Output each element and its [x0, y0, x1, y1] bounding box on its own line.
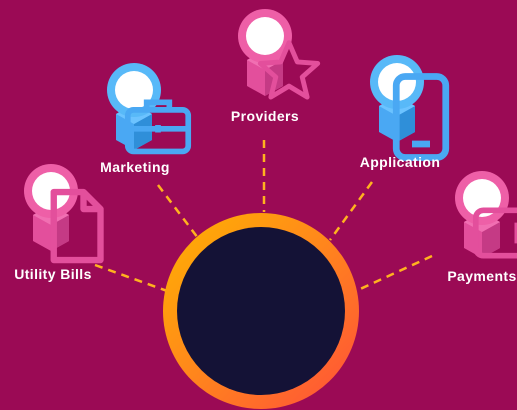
- label-providers: Providers: [230, 108, 300, 124]
- star-icon: [255, 26, 321, 100]
- node-marketing[interactable]: [100, 62, 192, 155]
- hub-core: [177, 227, 345, 395]
- connector-marketing: [157, 184, 199, 239]
- label-payments: Payments: [447, 268, 517, 284]
- label-utility-bills: Utility Bills: [14, 266, 92, 282]
- wallet-icon: [472, 188, 517, 259]
- connector-payments: [357, 254, 433, 292]
- node-application[interactable]: [363, 54, 450, 161]
- node-payments[interactable]: [448, 170, 517, 260]
- briefcase-icon: [124, 80, 192, 155]
- connector-application: [328, 181, 374, 241]
- label-marketing: Marketing: [100, 159, 170, 175]
- smartphone-icon: [387, 72, 450, 161]
- document-icon: [41, 181, 104, 264]
- central-hub: [163, 213, 359, 409]
- label-application: Application: [359, 154, 441, 170]
- node-providers[interactable]: [231, 8, 321, 100]
- node-utility-bills[interactable]: [17, 163, 104, 264]
